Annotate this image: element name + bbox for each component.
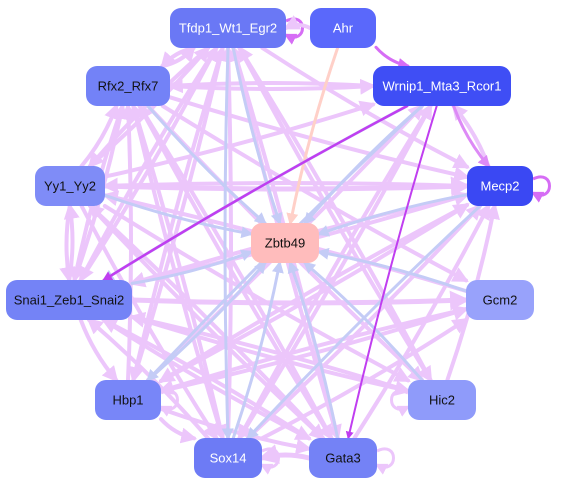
node-label-Gcm2: Gcm2	[483, 293, 518, 308]
self-loop-Gata3	[374, 447, 395, 475]
edge-Sox14-to-Rfx2_Rfx7	[129, 102, 225, 440]
node-box-Gata3	[309, 438, 377, 478]
node-Gcm2[interactable]: Gcm2	[466, 280, 534, 320]
self-loop-Hic2	[390, 389, 411, 417]
edge-Gata3-to-Yy1_Yy2	[87, 203, 325, 440]
node-Wrnip1_Mta3_Rcor1[interactable]: Wrnip1_Mta3_Rcor1	[373, 66, 511, 106]
node-Yy1_Yy2[interactable]: Yy1_Yy2	[35, 166, 105, 206]
self-loop-Mecp2	[530, 175, 551, 203]
node-box-Snai1_Zeb1_Snai2	[6, 280, 132, 320]
node-box-Mecp2	[467, 166, 533, 206]
node-label-Zbtb49: Zbtb49	[265, 236, 305, 251]
edge-Tfdp1_Wt1_Egr2-to-Hic2	[237, 46, 433, 383]
edge-Rfx2_Rfx7-to-Zbtb49	[146, 104, 267, 225]
edge-Gata3-to-Sox14	[258, 444, 312, 464]
edge-Hic2-to-Snai1_Zeb1_Snai2	[128, 311, 410, 393]
node-box-Zbtb49	[251, 223, 319, 263]
edge-Gcm2-to-Hbp1	[157, 307, 468, 395]
edge-Wrnip1_Mta3_Rcor1-to-Snai1_Zeb1_Snai2	[102, 104, 409, 282]
node-label-Wrnip1_Mta3_Rcor1: Wrnip1_Mta3_Rcor1	[383, 79, 502, 94]
edge-Mecp2-to-Zbtb49	[316, 193, 469, 237]
edge-Hic2-to-Zbtb49	[303, 261, 424, 382]
edge-Yy1_Yy2-to-Rfx2_Rfx7	[79, 102, 120, 168]
edge-Ahr-to-Zbtb49	[286, 46, 340, 226]
node-Hbp1[interactable]: Hbp1	[95, 380, 161, 420]
node-label-Mecp2: Mecp2	[480, 179, 519, 194]
edge-Ahr-to-Tfdp1_Wt1_Egr2	[283, 15, 312, 30]
edge-Snai1_Zeb1_Snai2-to-Hic2	[130, 314, 412, 396]
edge-Wrnip1_Mta3_Rcor1-to-Mecp2	[452, 104, 490, 168]
edge-Tfdp1_Wt1_Egr2-to-Sox14	[221, 46, 234, 441]
node-box-Ahr	[310, 8, 376, 48]
edge-Mecp2-to-Yy1_Yy2	[101, 177, 469, 194]
node-Gata3[interactable]: Gata3	[309, 438, 377, 478]
node-Tfdp1_Wt1_Egr2[interactable]: Tfdp1_Wt1_Egr2	[170, 8, 286, 48]
edge-Gata3-to-Zbtb49	[287, 260, 340, 440]
node-box-Rfx2_Rfx7	[86, 66, 170, 106]
node-Mecp2[interactable]: Mecp2	[467, 166, 533, 206]
edge-Ahr-to-Wrnip1_Mta3_Rcor1	[374, 45, 411, 70]
edge-Mecp2-to-Sox14	[246, 204, 482, 440]
node-box-Wrnip1_Mta3_Rcor1	[373, 66, 511, 106]
node-box-Gcm2	[466, 280, 534, 320]
edge-Yy1_Yy2-to-Wrnip1_Mta3_Rcor1	[103, 100, 377, 179]
edge-Gata3-to-Rfx2_Rfx7	[137, 103, 334, 440]
node-box-Sox14	[194, 438, 262, 478]
edge-Wrnip1_Mta3_Rcor1-to-Gata3	[345, 105, 438, 440]
edge-Tfdp1_Wt1_Egr2-to-Zbtb49	[231, 46, 283, 226]
node-Sox14[interactable]: Sox14	[194, 438, 262, 478]
edge-Sox14-to-Mecp2	[246, 203, 483, 440]
node-label-Hbp1: Hbp1	[112, 393, 143, 408]
edge-Sox14-to-Tfdp1_Wt1_Egr2	[220, 44, 237, 440]
edge-Snai1_Zeb1_Snai2-to-Hbp1	[78, 318, 119, 383]
edge-Wrnip1_Mta3_Rcor1-to-Sox14	[237, 104, 433, 441]
edge-Gcm2-to-Zbtb49	[316, 247, 468, 293]
node-Snai1_Zeb1_Snai2[interactable]: Snai1_Zeb1_Snai2	[6, 280, 132, 320]
edge-Gata3-to-Mecp2	[352, 203, 491, 440]
edge-Yy1_Yy2-to-Zbtb49	[103, 193, 254, 239]
node-box-Tfdp1_Wt1_Egr2	[170, 8, 286, 48]
node-label-Tfdp1_Wt1_Egr2: Tfdp1_Wt1_Egr2	[179, 21, 277, 36]
node-label-Hic2: Hic2	[429, 393, 455, 408]
edge-Hic2-to-Tfdp1_Wt1_Egr2	[237, 45, 433, 382]
node-Zbtb49[interactable]: Zbtb49	[251, 223, 319, 263]
edge-Sox14-to-Wrnip1_Mta3_Rcor1	[237, 103, 433, 440]
node-label-Sox14: Sox14	[210, 451, 247, 466]
edge-Mecp2-to-Hbp1	[158, 203, 469, 383]
node-label-Snai1_Zeb1_Snai2: Snai1_Zeb1_Snai2	[14, 293, 125, 308]
edges-layer	[59, 15, 500, 464]
edge-Wrnip1_Mta3_Rcor1-to-Rfx2_Rfx7	[166, 77, 375, 94]
node-label-Yy1_Yy2: Yy1_Yy2	[44, 179, 96, 194]
edge-Mecp2-to-Wrnip1_Mta3_Rcor1	[451, 103, 491, 168]
edge-Yy1_Yy2-to-Sox14	[79, 204, 219, 441]
edge-Hbp1-to-Sox14	[159, 417, 198, 444]
node-Rfx2_Rfx7[interactable]: Rfx2_Rfx7	[86, 66, 170, 106]
node-label-Rfx2_Rfx7: Rfx2_Rfx7	[98, 79, 159, 94]
node-Hic2[interactable]: Hic2	[408, 380, 476, 420]
edge-Hbp1-to-Zbtb49	[146, 261, 267, 382]
edge-Tfdp1_Wt1_Egr2-to-Rfx2_Rfx7	[160, 46, 196, 69]
node-box-Yy1_Yy2	[35, 166, 105, 206]
edge-Yy1_Yy2-to-Mecp2	[102, 176, 471, 197]
node-box-Hbp1	[95, 380, 161, 420]
node-box-Hic2	[408, 380, 476, 420]
edge-Snai1_Zeb1_Snai2-to-Yy1_Yy2	[63, 202, 80, 282]
edge-Snai1_Zeb1_Snai2-to-Zbtb49	[130, 249, 254, 285]
node-Ahr[interactable]: Ahr	[310, 8, 376, 48]
node-label-Gata3: Gata3	[325, 451, 360, 466]
node-label-Ahr: Ahr	[333, 21, 354, 36]
edge-Sox14-to-Zbtb49	[231, 260, 284, 440]
